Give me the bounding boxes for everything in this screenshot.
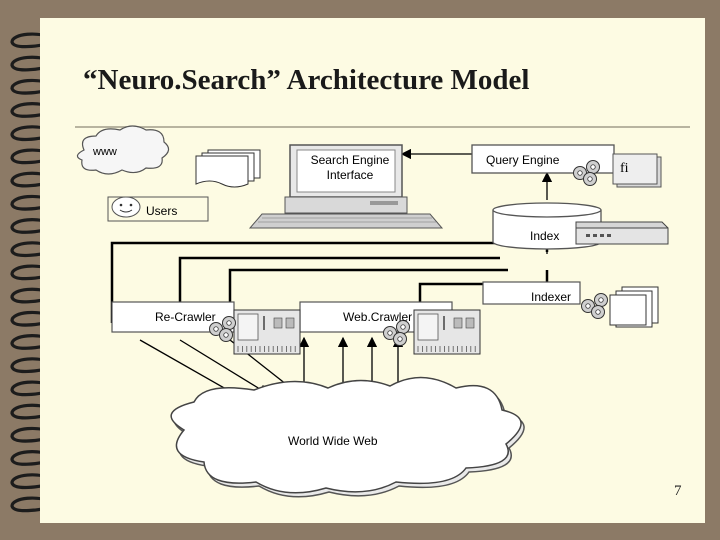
indexer-document-stack (609, 286, 659, 328)
world-wide-web-label: World Wide Web (288, 434, 378, 448)
indexer-box (482, 281, 581, 305)
title-divider (75, 126, 690, 128)
users-icon (111, 196, 141, 218)
search-engine-computer (248, 144, 444, 229)
query-engine-label: Query Engine (486, 153, 560, 167)
re-crawler-label: Re-Crawler (155, 310, 216, 324)
svg-text:fi: fi (620, 161, 629, 176)
gears-icon (383, 320, 410, 346)
document-stack-icon (195, 149, 261, 188)
server-icon (233, 309, 301, 355)
web-crawler-label: Web.Crawler (343, 310, 413, 324)
gears-icon (581, 293, 608, 319)
gears-icon (209, 316, 236, 342)
search-engine-interface-label: Search Engine Interface (310, 153, 390, 182)
index-database (492, 202, 602, 250)
index-label: Index (530, 229, 560, 243)
users-box (107, 196, 209, 222)
slide-number: 7 (674, 483, 682, 499)
monitor-icon: fi (612, 153, 662, 188)
www-label: www (93, 146, 117, 158)
slide-title: “Neuro.Search” Architecture Model (83, 64, 530, 96)
gears-icon (573, 160, 600, 186)
server-icon (413, 309, 481, 355)
www-cloud (76, 125, 170, 175)
storage-device-icon (575, 221, 669, 245)
users-label: Users (146, 204, 178, 218)
indexer-label: Indexer (531, 290, 572, 304)
world-wide-web-cloud (170, 376, 525, 498)
